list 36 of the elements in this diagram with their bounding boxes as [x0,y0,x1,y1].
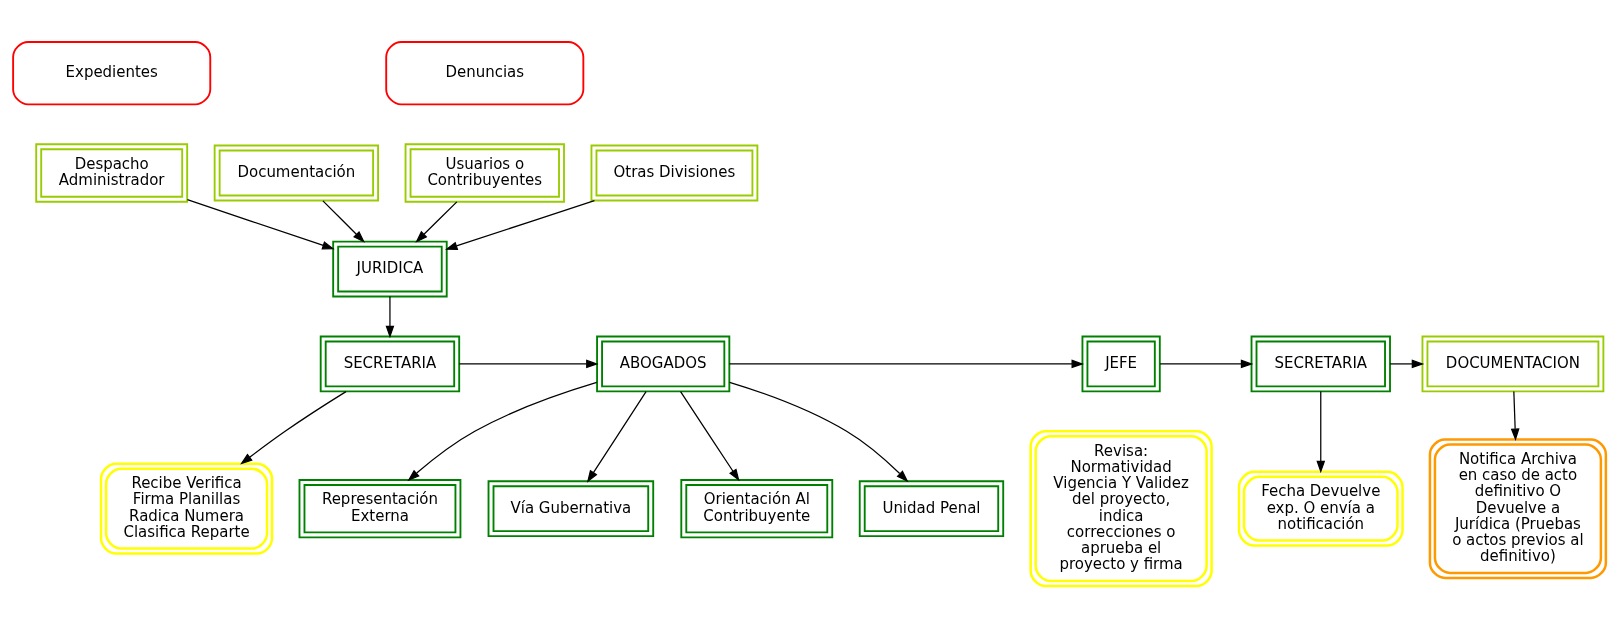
node-box: Unidad Penal [858,479,1005,537]
node-box: Expedientes [12,40,212,105]
arrow [1316,390,1326,473]
node-box: Orientación Al Contribuyente [680,478,834,538]
node-box: JURIDICA [332,240,448,297]
node-box: Fecha Devuelve exp. O envía a notificación [1237,470,1404,547]
node-box: SECRETARIA [1250,335,1391,392]
arrow [586,390,647,483]
node-box: Vía Gubernativa [487,479,655,537]
node-box: Otras Divisiones [590,144,759,201]
node-box: Representación Externa [298,478,462,538]
node-box: Revisa: Normatividad Vigencia Y Validez del proyecto, indica correcciones o aprueba el proyecto y firma [1029,429,1213,587]
arrow [240,390,347,465]
node-box: Recibe Verifica Firma Planillas Radica Numera Clasifica Reparte [99,462,274,555]
arrow [729,381,909,482]
node-box: Documentación [213,144,380,201]
arrow [1159,359,1254,368]
arrow [415,200,458,243]
node-box: JEFE [1081,335,1161,392]
arrow [322,199,365,243]
arrow [728,359,1084,368]
node-box: Denuncias [385,40,585,105]
arrow [445,199,596,250]
arrow [1510,390,1520,441]
node-box: SECRETARIA [319,335,461,392]
arrow [407,381,598,481]
node-box: ABOGADOS [596,335,731,392]
arrow [458,359,599,368]
node-box: Usuarios o Contribuyentes [404,142,565,203]
arrow [1389,359,1425,368]
arrow [186,198,335,249]
node-box: DOCUMENTACION [1421,335,1605,392]
arrow [679,390,740,481]
node-box: Notifica Archiva en caso de acto definitivo O Devuelve a Jurídica (Pruebas o actos previos al definitivo) [1428,437,1608,579]
node-box: Despacho Administrador [35,142,189,203]
arrow [385,295,395,338]
